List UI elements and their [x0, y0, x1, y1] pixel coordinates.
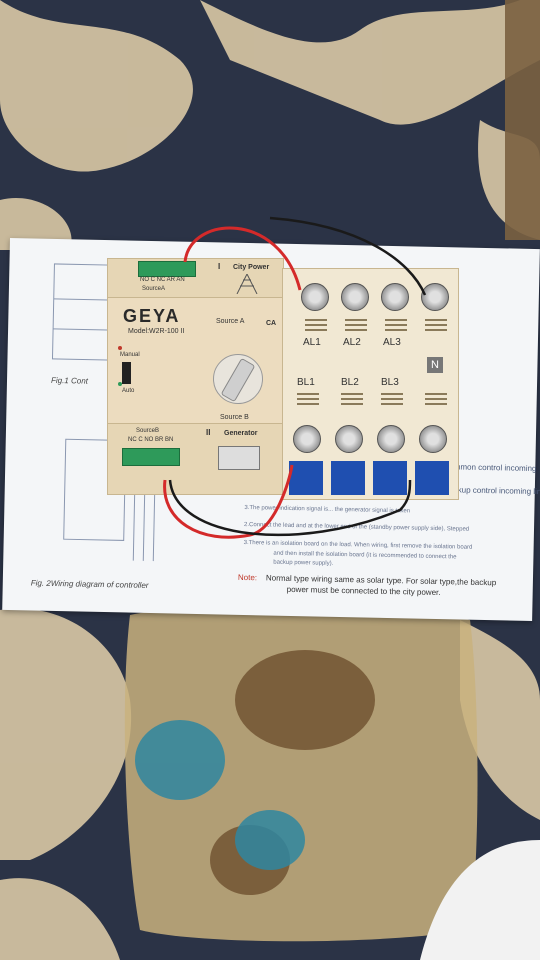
blue-terminal-4: [415, 461, 449, 495]
ca-label: CA: [266, 320, 277, 327]
source-b-terminal[interactable]: [122, 448, 180, 466]
neutral-label: N: [427, 357, 443, 373]
model-label: Model:W2R-100 II: [128, 328, 185, 335]
terms-top-label: NO C NC AR AN: [140, 277, 185, 283]
label-al1: AL1: [303, 337, 321, 348]
blue-terminal-1: [289, 461, 323, 495]
screw-bl2[interactable]: [335, 425, 363, 453]
black-wire-bottom: [168, 479, 412, 537]
blue-terminal-3: [373, 461, 407, 495]
source-b-terminal-label: SourceB: [136, 428, 160, 434]
screw-al1[interactable]: [301, 283, 329, 311]
black-wire-top: [269, 216, 427, 296]
transfer-switch: GEYA Model:W2R-100 II Source A Source B …: [107, 258, 459, 500]
mark-i: I: [218, 262, 221, 271]
screw-al3[interactable]: [381, 283, 409, 311]
source-a-terminal-label: SourceA: [142, 286, 166, 292]
source-a-terminal[interactable]: [138, 261, 196, 277]
blue-terminal-2: [331, 461, 365, 495]
label-bl1: BL1: [297, 377, 315, 388]
led-a: [118, 346, 122, 350]
generator-icon: [218, 446, 260, 470]
generator-label: Generator: [224, 430, 258, 437]
auto-label: Auto: [122, 388, 135, 394]
screw-n-top[interactable]: [421, 283, 449, 311]
brand-logo: GEYA: [123, 306, 181, 326]
mark-ii: II: [206, 428, 211, 437]
manual-label: Manual: [120, 352, 140, 358]
label-al3: AL3: [383, 337, 401, 348]
red-wire-top: [183, 226, 302, 291]
controller-body: GEYA Model:W2R-100 II Source A Source B …: [107, 293, 284, 430]
source-a-label: Source A: [216, 318, 245, 325]
screw-bl3[interactable]: [377, 425, 405, 453]
screw-al2[interactable]: [341, 283, 369, 311]
city-power-label: City Power: [233, 264, 270, 271]
screw-bl1[interactable]: [293, 425, 321, 453]
led-b: [118, 382, 122, 386]
manual-auto-switch[interactable]: [122, 362, 131, 384]
red-wire-bottom: [163, 464, 294, 539]
source-b-label: Source B: [220, 414, 249, 421]
label-bl2: BL2: [341, 377, 359, 388]
terms-bottom-label: NC C NO BR BN: [128, 437, 174, 443]
screw-n-bottom[interactable]: [419, 425, 447, 453]
switching-block: AL1 AL2 AL3 N BL1 BL2 BL3: [282, 268, 459, 500]
label-al2: AL2: [343, 337, 361, 348]
rotary-knob[interactable]: [213, 354, 263, 404]
label-bl3: BL3: [381, 377, 399, 388]
top-header: NO C NC AR AN SourceA I City Power: [107, 258, 284, 298]
power-tower-icon: [236, 274, 258, 294]
